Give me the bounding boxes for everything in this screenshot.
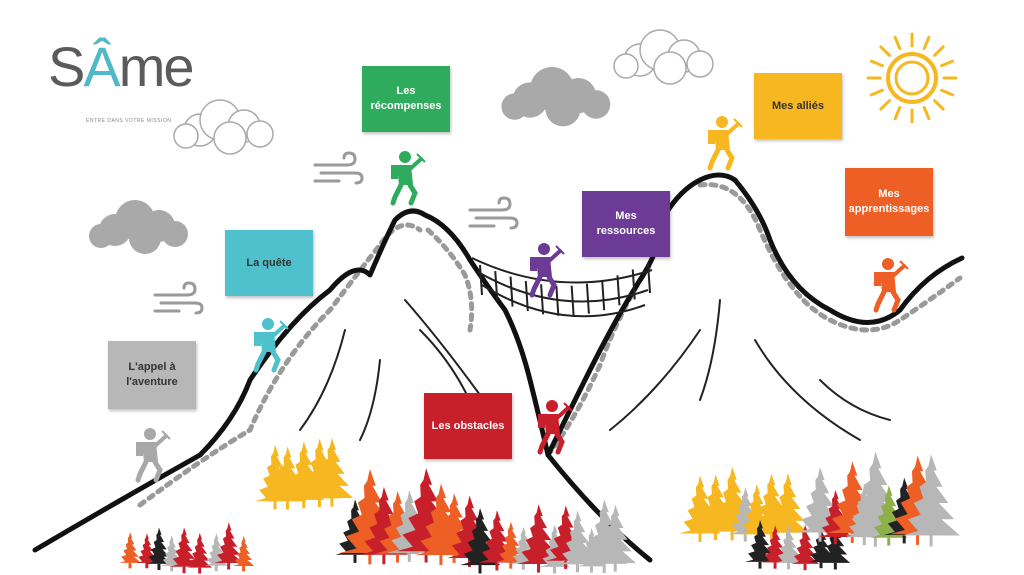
wind-icon xyxy=(313,151,364,185)
stage-card-obstacles[interactable]: Les obstacles xyxy=(424,393,512,459)
logo-wordmark: SÂme xyxy=(48,35,195,98)
stage-label-appel: L'appel à l'aventure xyxy=(126,361,178,388)
valley-slope xyxy=(545,452,653,563)
climber-icon-quete xyxy=(253,318,289,373)
tree-icon xyxy=(902,454,960,547)
climber-icon-allies xyxy=(707,116,743,171)
tree-icon xyxy=(594,504,637,572)
tree-icon xyxy=(187,532,213,574)
tree-icon xyxy=(214,522,244,570)
tree-icon xyxy=(807,525,835,569)
tree-icon xyxy=(791,524,820,571)
stage-label-obstacles: Les obstacles xyxy=(431,419,505,432)
climber-icon-recompenses xyxy=(390,151,426,206)
tree-icon xyxy=(146,527,172,570)
stage-card-recompenses[interactable]: Les récompenses xyxy=(362,66,450,132)
cloud-icon xyxy=(173,99,274,155)
logo-tagline: ENTRE DANS VOTRE MISSION xyxy=(86,118,172,124)
stage-card-quete[interactable]: La quête xyxy=(225,230,313,296)
stage-label-recompenses: Les récompenses xyxy=(370,85,442,112)
climber-icon-ressources xyxy=(529,243,565,298)
stage-label-quete: La quête xyxy=(246,256,292,269)
sun-icon xyxy=(866,32,958,124)
climber-icon-apprentissages xyxy=(873,258,909,313)
stage-card-apprentissages[interactable]: Mes apprentissages xyxy=(845,168,933,236)
stage-card-appel[interactable]: L'appel à l'aventure xyxy=(108,341,196,409)
stage-label-apprentissages: Mes apprentissages xyxy=(848,188,930,215)
stage-card-allies[interactable]: Mes alliés xyxy=(754,73,842,139)
stage-label-ressources: Mes ressources xyxy=(596,210,656,237)
cloud-icon xyxy=(501,67,611,127)
logo-accent-letter: Â xyxy=(83,35,120,98)
wind-icon xyxy=(153,281,204,315)
climber-icon-appel xyxy=(135,428,171,483)
climbers xyxy=(135,116,909,483)
mountain-outline xyxy=(32,172,965,553)
forest xyxy=(118,437,960,574)
wind-icon xyxy=(468,196,519,230)
tree-icon xyxy=(232,535,255,572)
tree-icon xyxy=(170,527,199,574)
tree-icon xyxy=(774,524,803,570)
mountain-texture xyxy=(299,299,891,441)
rope-bridge xyxy=(471,257,653,318)
wind-icons xyxy=(153,151,519,315)
climber-icon-obstacles xyxy=(537,400,573,455)
tree-icon xyxy=(118,531,142,569)
stage-label-allies: Mes alliés xyxy=(772,99,824,112)
tree-icon xyxy=(310,437,354,507)
same-logo: SÂme ENTRE DANS VOTRE MISSION xyxy=(48,34,198,144)
tree-icon xyxy=(761,525,789,569)
cloud-icon xyxy=(613,29,714,85)
tree-icon xyxy=(745,520,775,569)
stage-card-ressources[interactable]: Mes ressources xyxy=(582,191,670,257)
cloud-icon xyxy=(89,200,188,254)
clouds xyxy=(89,29,714,254)
